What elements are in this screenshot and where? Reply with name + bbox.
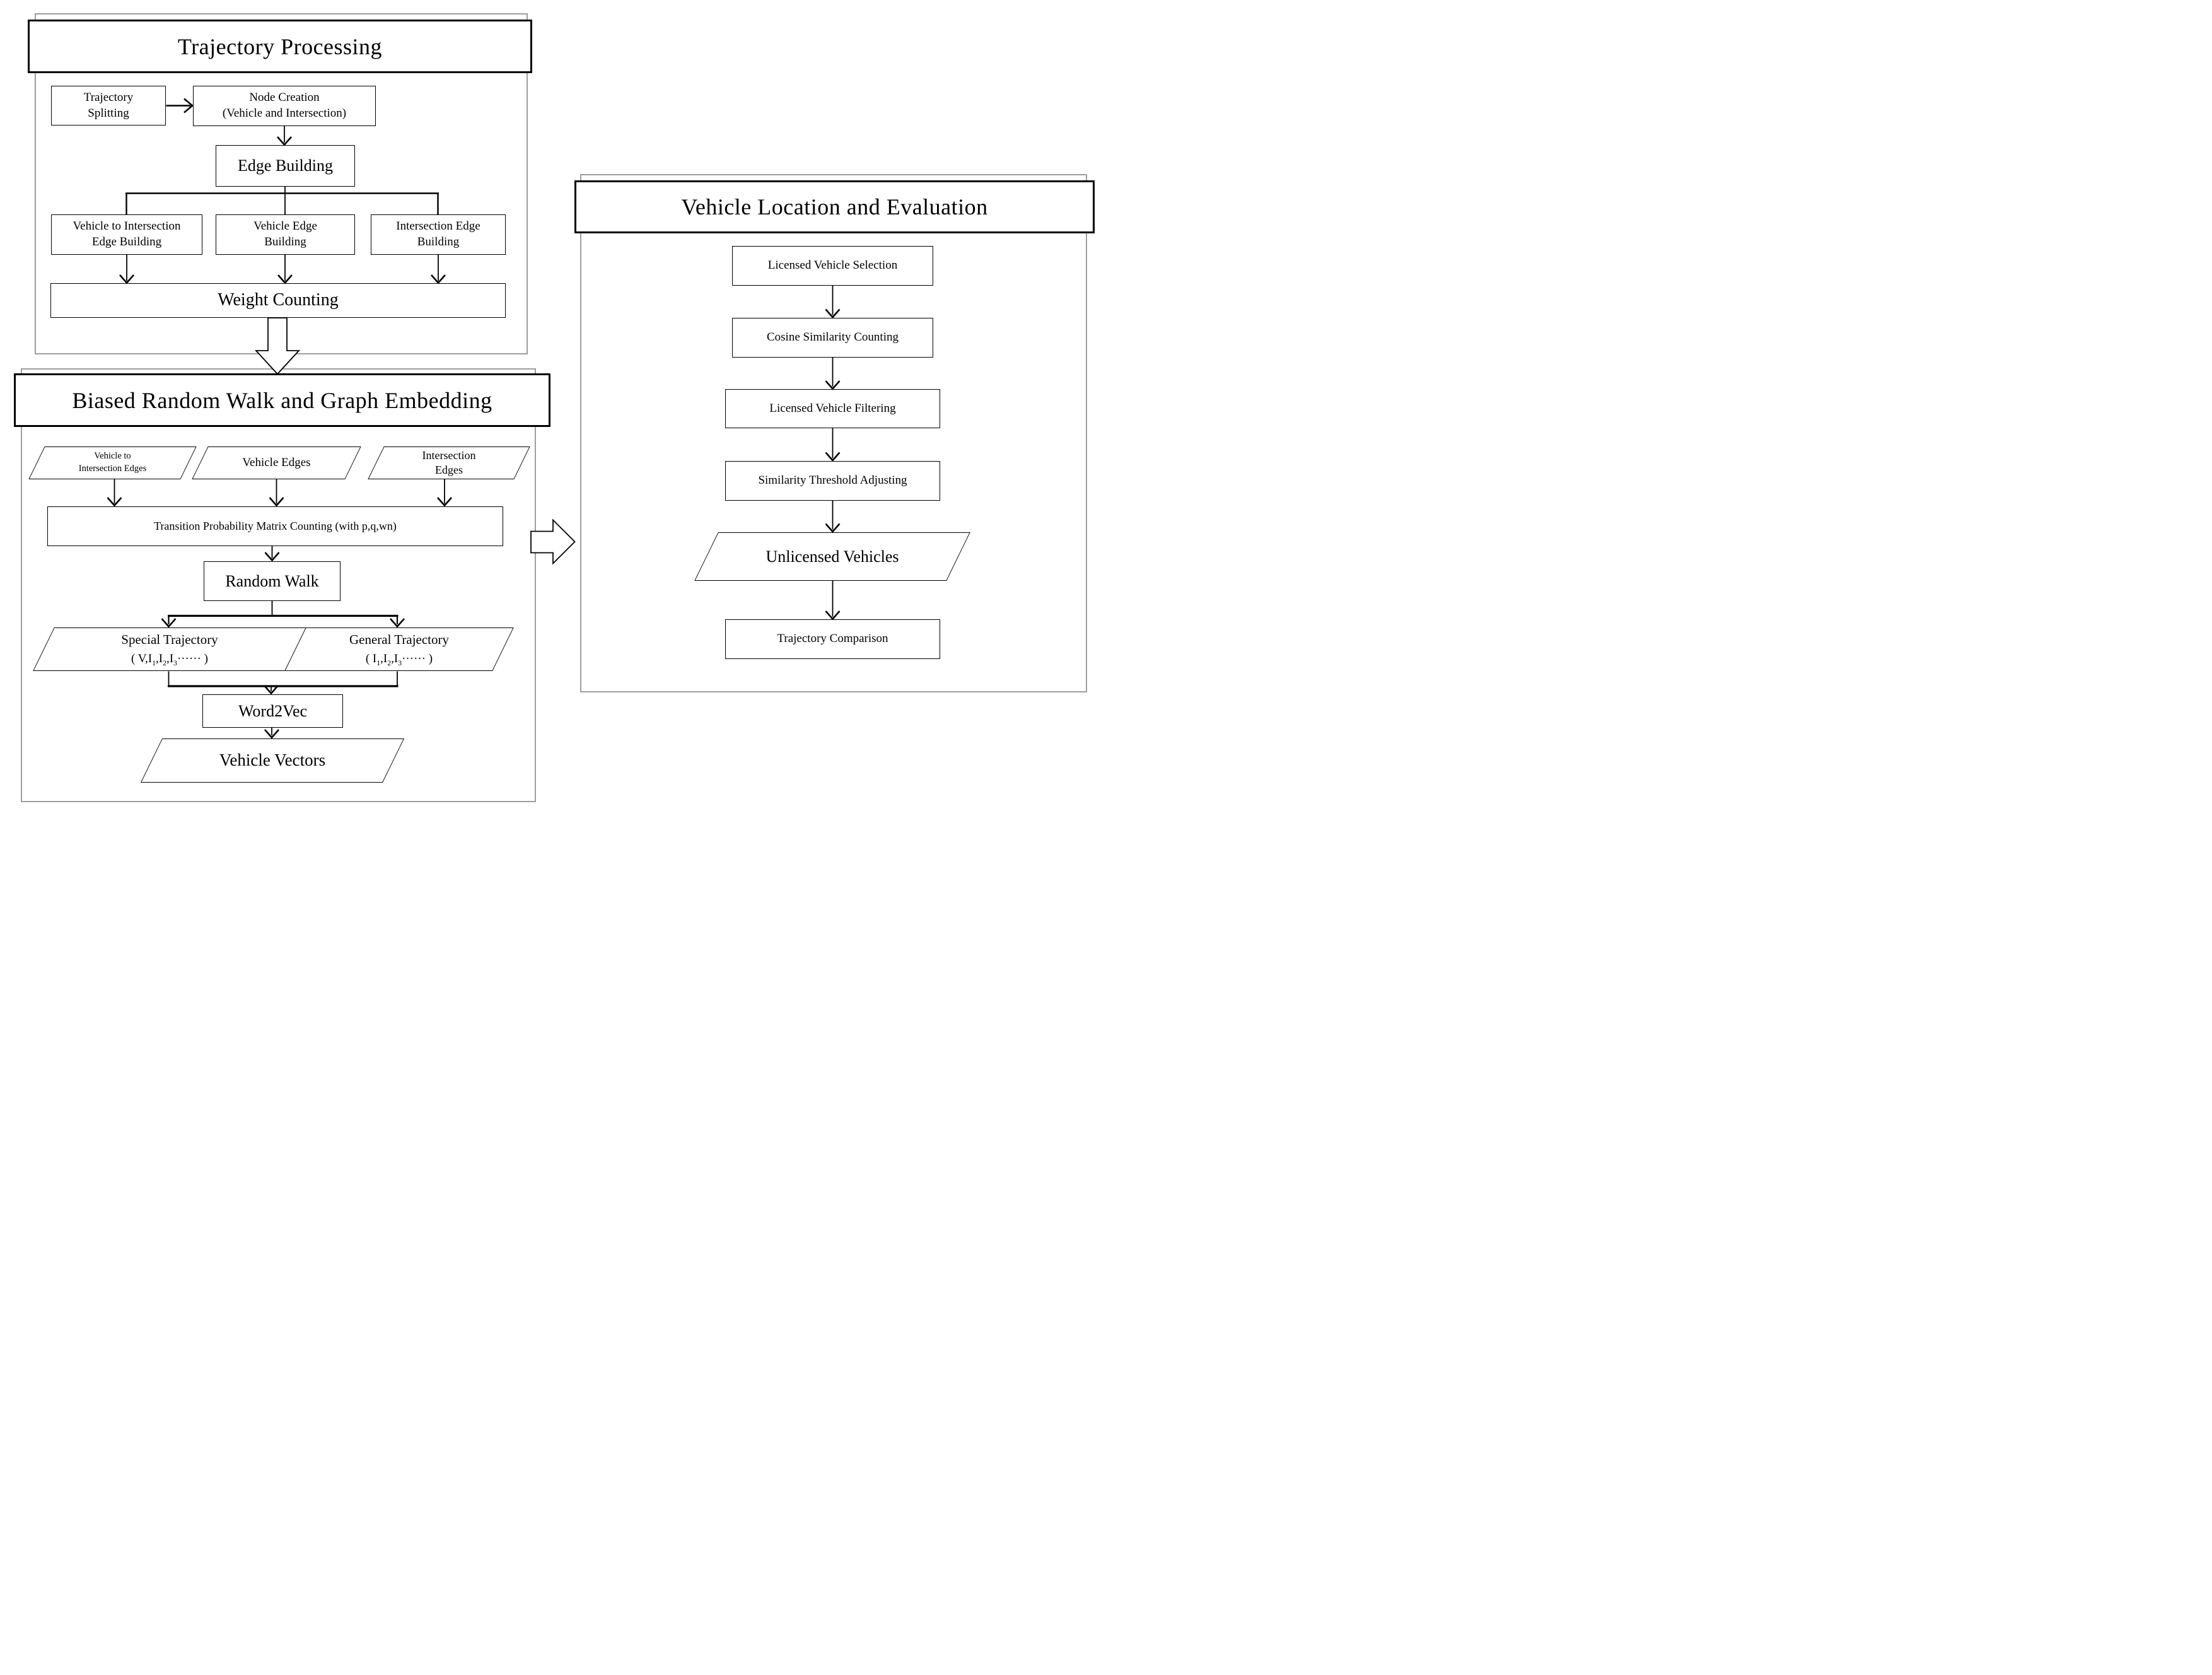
node-licensed-vehicle-selection: Licensed Vehicle Selection [732, 246, 933, 286]
node-label: (Vehicle and Intersection) [222, 107, 347, 120]
node-node-creation: Node Creation (Vehicle and Intersection) [193, 86, 376, 126]
node-label: Node Creation [249, 91, 320, 105]
node-label: Trajectory [83, 90, 134, 104]
node-label: Vehicle to [94, 451, 131, 462]
node-vehicle-to-intersection-edges: Vehicle to Intersection Edges [37, 446, 189, 479]
node-transition-probability-matrix-counting: Transition Probability Matrix Counting (… [47, 506, 503, 546]
node-general-trajectory: General Trajectory ( I1,I2,I3······ ) [295, 627, 503, 671]
node-label: Intersection [422, 448, 476, 462]
node-weight-counting: Weight Counting [50, 283, 506, 318]
section-flow-right-arrow-icon [530, 518, 576, 565]
node-label: Edge Building [91, 235, 162, 248]
node-formula: ( V,I1,I2,I3······ ) [131, 652, 208, 668]
node-label: Splitting [88, 106, 129, 120]
node-label: Vehicle Vectors [219, 750, 326, 770]
title-biased-random-walk: Biased Random Walk and Graph Embedding [14, 373, 550, 427]
title-vehicle-location-evaluation: Vehicle Location and Evaluation [574, 180, 1095, 233]
flowchart-canvas: Trajectory Processing Biased Random Walk… [0, 0, 1106, 838]
node-label: Building [264, 235, 306, 248]
node-trajectory-splitting: Trajectory Splitting [51, 86, 166, 125]
node-label: Building [417, 235, 460, 248]
node-label: Special Trajectory [121, 632, 218, 647]
node-vehicle-edge-building: Vehicle Edge Building [216, 214, 355, 255]
node-trajectory-comparison: Trajectory Comparison [725, 619, 940, 659]
node-formula: ( I1,I2,I3······ ) [365, 652, 433, 668]
node-word2vec: Word2Vec [202, 694, 343, 728]
node-intersection-edge-building: Intersection Edge Building [371, 214, 506, 255]
node-label: Vehicle to Intersection [73, 219, 181, 233]
node-special-trajectory: Special Trajectory ( V,I1,I2,I3······ ) [44, 627, 296, 671]
node-label: Edges [435, 464, 463, 476]
node-edge-building: Edge Building [216, 145, 355, 187]
node-unlicensed-vehicles: Unlicensed Vehicles [706, 532, 958, 581]
node-label: Vehicle Edge [253, 219, 317, 233]
node-licensed-vehicle-filtering: Licensed Vehicle Filtering [725, 389, 940, 428]
node-label: Unlicensed Vehicles [765, 547, 899, 566]
node-label: Vehicle Edges [242, 455, 311, 469]
node-vehicle-edges: Vehicle Edges [200, 446, 353, 479]
node-label: Intersection Edges [78, 464, 147, 474]
node-label: Intersection Edge [396, 219, 480, 233]
node-vehicle-vectors: Vehicle Vectors [151, 738, 393, 783]
node-cosine-similarity-counting: Cosine Similarity Counting [732, 318, 933, 358]
node-vehicle-to-intersection-edge-building: Vehicle to Intersection Edge Building [51, 214, 202, 255]
node-similarity-threshold-adjusting: Similarity Threshold Adjusting [725, 461, 940, 501]
node-label: General Trajectory [349, 632, 450, 647]
node-intersection-edges: Intersection Edges [376, 446, 522, 479]
panel-vehicle-location-evaluation [580, 174, 1087, 692]
node-random-walk: Random Walk [204, 561, 341, 601]
title-trajectory-processing: Trajectory Processing [28, 20, 532, 73]
